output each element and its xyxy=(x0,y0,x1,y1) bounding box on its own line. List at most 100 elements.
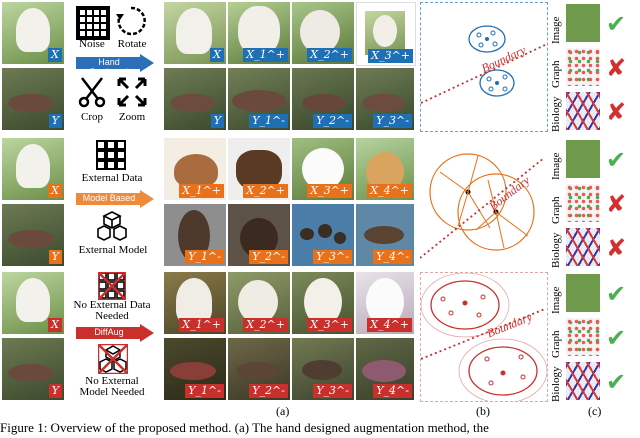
row2-y-tag: Y xyxy=(48,250,62,264)
panel-letter-b: (b) xyxy=(476,404,490,418)
row2-tag-x4: X_4^+ xyxy=(367,184,412,198)
row3-photo-y: Y xyxy=(2,338,64,400)
image-thumbnail xyxy=(566,4,600,42)
row1-top-photo-1: X xyxy=(164,2,226,64)
row1-bottom-photo-3: Y_2^- xyxy=(292,68,354,130)
check-icon: ✔ xyxy=(606,324,627,352)
row3-top-photo-1: X_1^+ xyxy=(164,272,226,334)
ferret-shape xyxy=(170,362,216,380)
crop-icon xyxy=(76,76,108,108)
row2-bottom-photo-4: Y_4^- xyxy=(356,204,414,266)
y-tag: Y xyxy=(48,114,62,128)
row2-top-photo-4: X_4^+ xyxy=(356,138,414,200)
image-thumbnail xyxy=(566,274,600,312)
row1-tag-x2: X_2^+ xyxy=(307,48,352,62)
cross-icon: ✘ xyxy=(606,54,627,82)
diagram-row1-svg xyxy=(420,25,546,104)
row3-bottom-photo-2: Y_2^- xyxy=(228,338,290,400)
otter-shape xyxy=(318,224,332,238)
crop-label: Crop xyxy=(81,111,103,123)
external-model-label: External Model xyxy=(78,244,148,256)
check-icon: ✔ xyxy=(606,368,627,396)
x-tag: X xyxy=(48,48,62,62)
biology-thumbnail xyxy=(566,362,600,400)
side-label-biology: Biology xyxy=(550,366,562,402)
diagram-row2-svg xyxy=(419,153,545,259)
row3-x-tag: X xyxy=(48,318,62,332)
graph-thumbnail xyxy=(566,318,600,356)
check-icon: ✔ xyxy=(606,10,627,38)
row2-tag-x1: X_1^+ xyxy=(179,184,224,198)
row2-tag-y1: Y_1^- xyxy=(185,250,224,264)
diagram-row1-frame xyxy=(420,2,548,132)
side-label-graph: Graph xyxy=(550,60,562,89)
zoom-icon xyxy=(116,76,148,108)
row2-bottom-photo-2: Y_2^- xyxy=(228,204,290,266)
side-label-image: Image xyxy=(550,152,562,180)
side-label-graph: Graph xyxy=(550,196,562,225)
row1-top-photo-2: X_1^+ xyxy=(228,2,290,64)
row2-top-photo-3: X_3^+ xyxy=(292,138,354,200)
noise-label: Noise xyxy=(79,38,105,50)
no-model-icon xyxy=(97,343,129,375)
cross-icon: ✘ xyxy=(606,234,627,262)
poodle-shape xyxy=(16,144,50,188)
row2-top-photo-1: X_1^+ xyxy=(164,138,226,200)
row1-tag-x: X xyxy=(210,48,224,62)
photo-y-ferret: Y xyxy=(2,68,64,130)
panel-letter-a: (a) xyxy=(276,404,290,418)
dog-shape xyxy=(302,148,344,190)
row1-bottom-photo-2: Y_1^- xyxy=(228,68,290,130)
row1-tag-y3: Y_3^- xyxy=(373,114,412,128)
row3-tag-y1: Y_1^- xyxy=(185,384,224,398)
photo-x-poodle: X xyxy=(2,2,64,64)
diffaug-arrow xyxy=(76,324,154,342)
row2-top-photo-2: X_2^+ xyxy=(228,138,290,200)
no-data-label: No External Data Needed xyxy=(73,299,151,322)
row1-top-photo-4: X_3^+ xyxy=(356,2,416,66)
check-icon: ✔ xyxy=(606,280,627,308)
graph-thumbnail xyxy=(566,48,600,86)
panel-letter-c: (c) xyxy=(588,404,602,418)
poodle-shape xyxy=(176,278,212,324)
row3-tag-x3: X_3^+ xyxy=(307,318,352,332)
side-label-image: Image xyxy=(550,16,562,44)
noise-icon xyxy=(76,6,110,40)
cross-icon: ✘ xyxy=(606,98,627,126)
poodle-shape xyxy=(238,280,278,324)
row3-tag-y2: Y_2^- xyxy=(249,384,288,398)
row2-bottom-photo-3: Y_3^- xyxy=(292,204,354,266)
rotate-label: Rotate xyxy=(117,38,147,50)
poodle-shape xyxy=(238,6,280,56)
diagram-row3-svg xyxy=(420,272,548,404)
row3-tag-y4: Y_4^- xyxy=(373,384,412,398)
row3-top-photo-2: X_2^+ xyxy=(228,272,290,334)
graph-thumbnail xyxy=(566,184,600,222)
row2-tag-y4: Y_4^- xyxy=(373,250,412,264)
row2-tag-x3: X_3^+ xyxy=(307,184,352,198)
row2-photo-x: X xyxy=(2,138,64,200)
row1-bottom-photo-1: Y xyxy=(164,68,226,130)
row3-bottom-photo-4: Y_4^- xyxy=(356,338,414,400)
biology-thumbnail xyxy=(566,92,600,130)
poodle-shape xyxy=(16,8,50,52)
poodle-shape xyxy=(373,15,397,47)
row1-tag-y1: Y_1^- xyxy=(249,114,288,128)
hand-designed-arrow xyxy=(76,54,154,72)
row3-tag-y3: Y_3^- xyxy=(313,384,352,398)
row1-bottom-photo-4: Y_3^- xyxy=(356,68,414,130)
row3-photo-x: X xyxy=(2,272,64,334)
check-icon: ✔ xyxy=(606,146,627,174)
row3-tag-x2: X_2^+ xyxy=(243,318,288,332)
row3-top-photo-3: X_3^+ xyxy=(292,272,354,334)
ferret-shape xyxy=(302,360,342,380)
row1-top-photo-3: X_2^+ xyxy=(292,2,354,64)
row2-x-tag: X xyxy=(48,184,62,198)
side-label-image: Image xyxy=(550,286,562,314)
row2-tag-y3: Y_3^- xyxy=(313,250,352,264)
row2-photo-y: Y xyxy=(2,204,64,266)
side-label-biology: Biology xyxy=(550,232,562,268)
ferret-shape xyxy=(362,94,406,112)
ferret-shape xyxy=(362,360,406,382)
row3-bottom-photo-3: Y_3^- xyxy=(292,338,354,400)
